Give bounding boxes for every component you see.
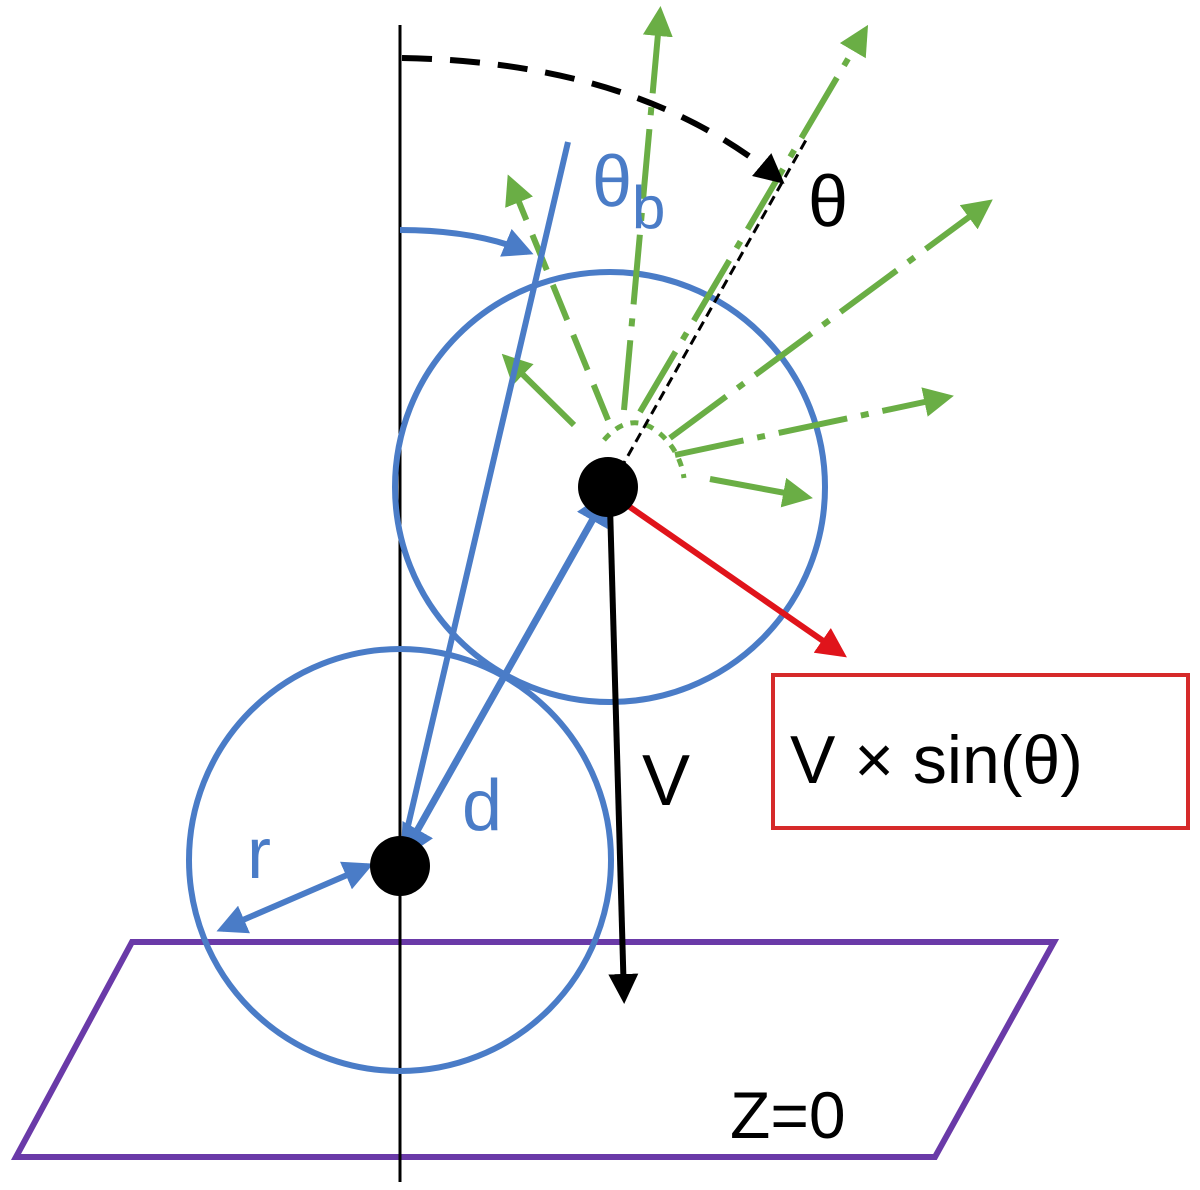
theta-label: θ [808, 162, 848, 242]
emission-ray [674, 387, 954, 458]
radius-label: r [247, 814, 271, 894]
theta-arc [401, 55, 785, 184]
formula-text: V × sin(θ) [790, 722, 1083, 798]
velocity-label: V [642, 741, 690, 821]
emission-ray [668, 199, 993, 441]
emission-ray [505, 174, 611, 422]
distance-label: d [462, 766, 502, 846]
lower-particle-center [370, 836, 430, 896]
theta-b-line [397, 141, 571, 861]
theta-b-label: θb [592, 142, 665, 241]
upper-particle-circle [392, 269, 828, 705]
ground-plane [10, 939, 1060, 1160]
emission-ray [637, 24, 869, 414]
theta-b-subscript: b [632, 174, 665, 241]
formula-box [771, 673, 1190, 830]
emission-source-arc [602, 420, 687, 479]
radius-vector [216, 861, 374, 934]
emission-ray [621, 6, 673, 411]
lower-particle-circle [186, 646, 614, 1074]
plane-label: Z=0 [730, 1078, 846, 1152]
velocity-vector [607, 505, 639, 1004]
emission-rays [501, 6, 993, 508]
result-vector [612, 493, 847, 658]
theta-b-arc [399, 227, 534, 257]
emission-ray [709, 476, 813, 508]
theta-b-main: θ [592, 142, 632, 222]
distance-vector [400, 489, 610, 861]
upper-particle-center [578, 457, 638, 517]
